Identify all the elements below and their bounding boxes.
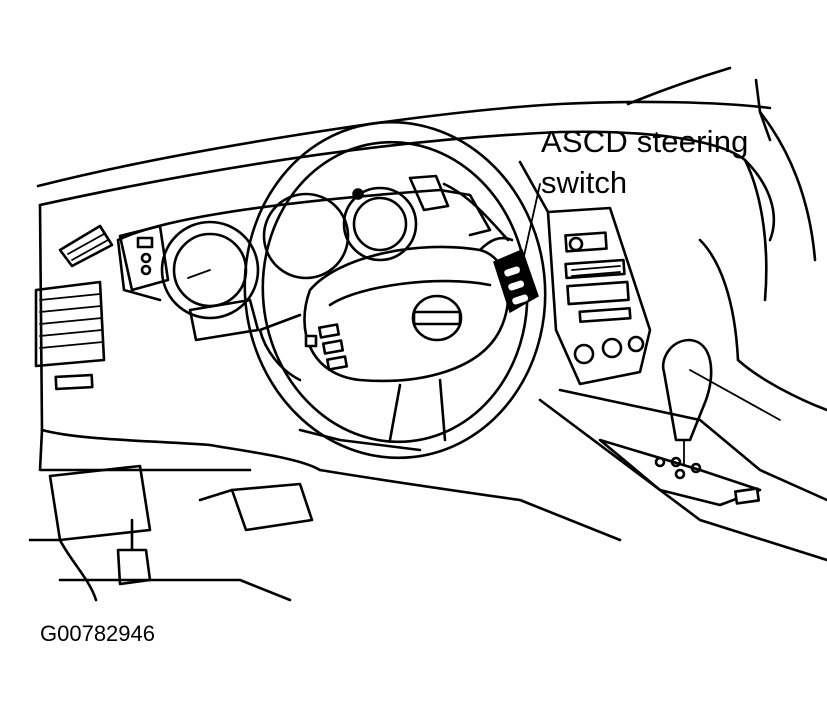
floor-console — [538, 338, 827, 562]
figure-code: G00782946 — [40, 621, 155, 646]
windshield-outline — [36, 66, 817, 262]
lower-dash-and-pedals — [28, 428, 622, 602]
steering-column — [188, 298, 422, 452]
ascd-switch-icon — [493, 248, 539, 314]
center-stack — [518, 160, 652, 386]
callout-label-line2: switch — [541, 165, 628, 200]
callout-label-line1: ASCD steering — [541, 124, 749, 159]
dashboard-shroud — [38, 130, 776, 447]
callout-leader-line — [519, 183, 541, 275]
left-air-vent — [34, 224, 114, 391]
right-door-panel — [689, 238, 827, 421]
